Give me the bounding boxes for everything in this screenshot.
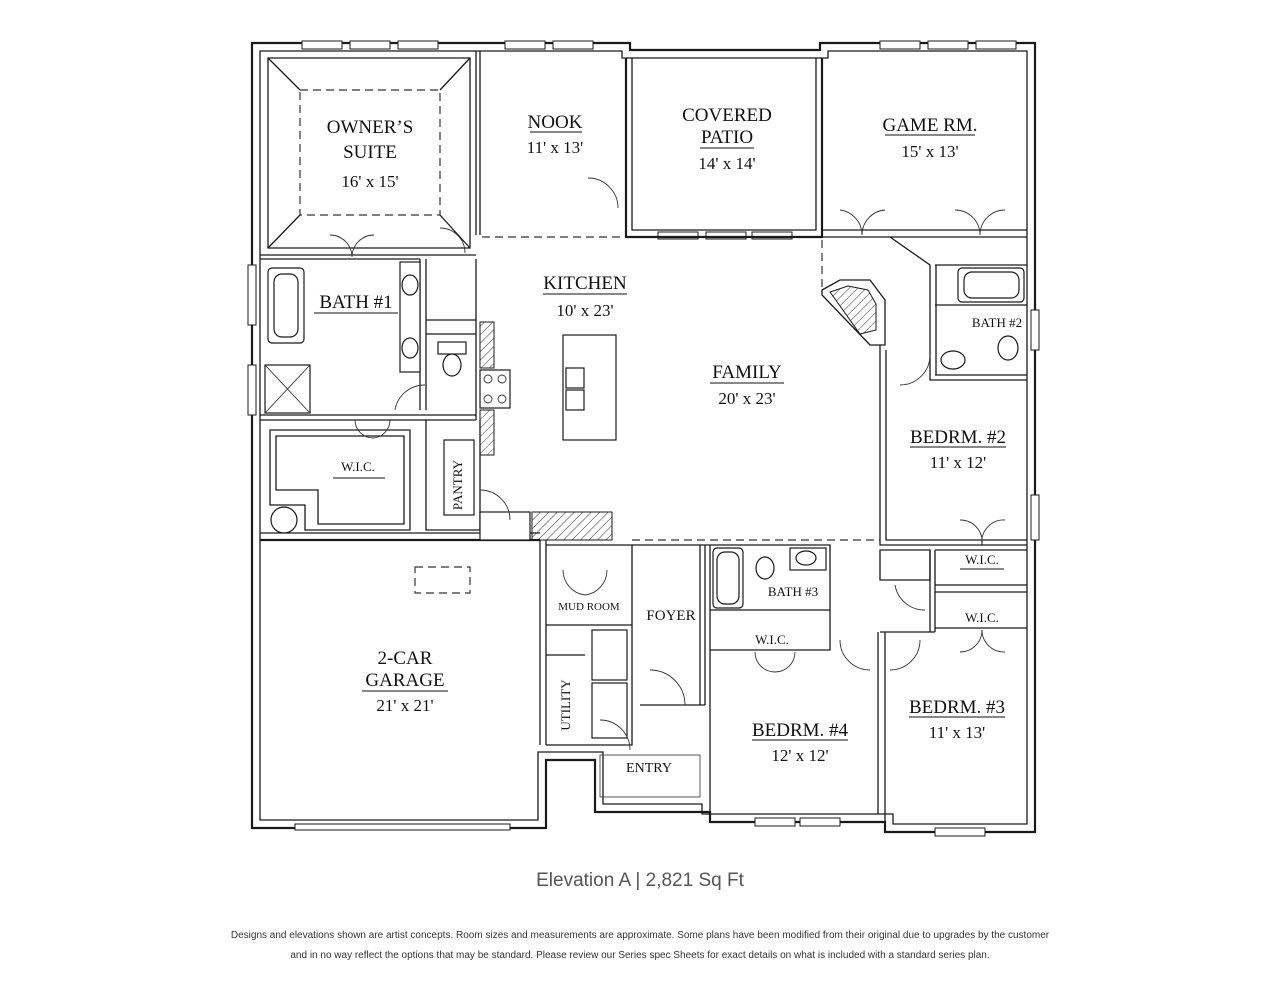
disclaimer-line-2: and in no way reflect the options that m… [290, 950, 990, 961]
kitchen-dims: 10' x 23' [556, 301, 613, 320]
disclaimer-line-1: Designs and elevations shown are artist … [230, 930, 1050, 941]
mud-room-name: MUD ROOM [558, 601, 620, 613]
owners-suite-dims: 16' x 15' [341, 172, 398, 191]
family-dims: 20' x 23' [718, 389, 775, 408]
garage-name-1: 2-CAR [378, 648, 433, 669]
fixtures [264, 261, 1025, 739]
entry-name: ENTRY [626, 761, 672, 776]
floor-plan: OWNER’S SUITE 16' x 15' NOOK 11' x 13' C… [247, 40, 1040, 837]
family-name: FAMILY [712, 362, 782, 383]
wic-bed3-name: W.I.C. [965, 610, 999, 625]
bedroom4-dims: 12' x 12' [771, 746, 828, 765]
utility-name: UTILITY [558, 679, 573, 731]
bedroom2-name: BEDRM. #2 [910, 427, 1006, 448]
room-bath2: BATH #2 [972, 315, 1022, 330]
room-game-room: GAME RM. 15' x 13' [882, 115, 977, 161]
room-bedroom2: BEDRM. #2 11' x 12' [910, 427, 1006, 472]
garage-dims: 21' x 21' [376, 696, 433, 715]
room-family: FAMILY 20' x 23' [710, 362, 784, 408]
game-room-dims: 15' x 13' [901, 142, 958, 161]
room-entry: ENTRY [599, 754, 701, 798]
owners-suite-name-2: SUITE [343, 142, 397, 163]
room-bedroom3: BEDRM. #3 11' x 13' [909, 697, 1005, 742]
patio-name-2: PATIO [701, 127, 753, 148]
door-swings [329, 177, 1006, 751]
nook-dims: 11' x 13' [527, 138, 584, 157]
bath1-name: BATH #1 [319, 292, 392, 313]
room-covered-patio: COVERED PATIO 14' x 14' [682, 105, 772, 173]
kitchen-name: KITCHEN [543, 273, 627, 294]
game-room-name: GAME RM. [882, 115, 977, 136]
room-owners-suite: OWNER’S SUITE 16' x 15' [327, 117, 414, 191]
disclaimer: Designs and elevations shown are artist … [200, 926, 1080, 966]
patio-name-1: COVERED [682, 105, 772, 126]
room-nook: NOOK 11' x 13' [527, 112, 584, 157]
windows [247, 40, 1040, 837]
plan-caption: Elevation A | 2,821 Sq Ft [536, 870, 744, 891]
interior-walls [260, 51, 1027, 824]
bedroom4-name: BEDRM. #4 [752, 720, 849, 741]
bath3-name: BATH #3 [768, 584, 818, 599]
room-foyer: FOYER [646, 608, 695, 624]
room-wic-bed3: W.I.C. [965, 610, 999, 625]
room-wic-bed4: W.I.C. [755, 632, 789, 647]
bedroom3-dims: 11' x 13' [929, 723, 986, 742]
room-wic-bed2: W.I.C. [960, 552, 1004, 570]
room-wic-owner: W.I.C. [333, 459, 385, 479]
room-mud-room: MUD ROOM [558, 601, 620, 613]
room-bedroom4: BEDRM. #4 12' x 12' [752, 720, 849, 765]
room-kitchen: KITCHEN 10' x 23' [543, 273, 627, 320]
room-bath1: BATH #1 [314, 292, 398, 314]
patio-dims: 14' x 14' [698, 154, 755, 173]
room-garage: 2-CAR GARAGE 21' x 21' [362, 648, 448, 715]
owners-suite-name-1: OWNER’S [327, 117, 414, 138]
room-pantry: PANTRY [450, 459, 465, 510]
bedroom2-dims: 11' x 12' [930, 453, 987, 472]
wic-bed4-name: W.I.C. [755, 632, 789, 647]
wic-bed2-name: W.I.C. [965, 552, 999, 567]
foyer-name: FOYER [646, 608, 695, 624]
room-utility: UTILITY [558, 679, 573, 731]
pantry-name: PANTRY [450, 459, 465, 510]
room-bath3: BATH #3 [768, 584, 818, 599]
bedroom3-name: BEDRM. #3 [909, 697, 1005, 718]
bath2-name: BATH #2 [972, 315, 1022, 330]
garage-name-2: GARAGE [365, 670, 444, 691]
owners-suite-tray [267, 57, 471, 249]
wic-owner-name: W.I.C. [341, 459, 375, 474]
nook-name: NOOK [528, 112, 583, 133]
